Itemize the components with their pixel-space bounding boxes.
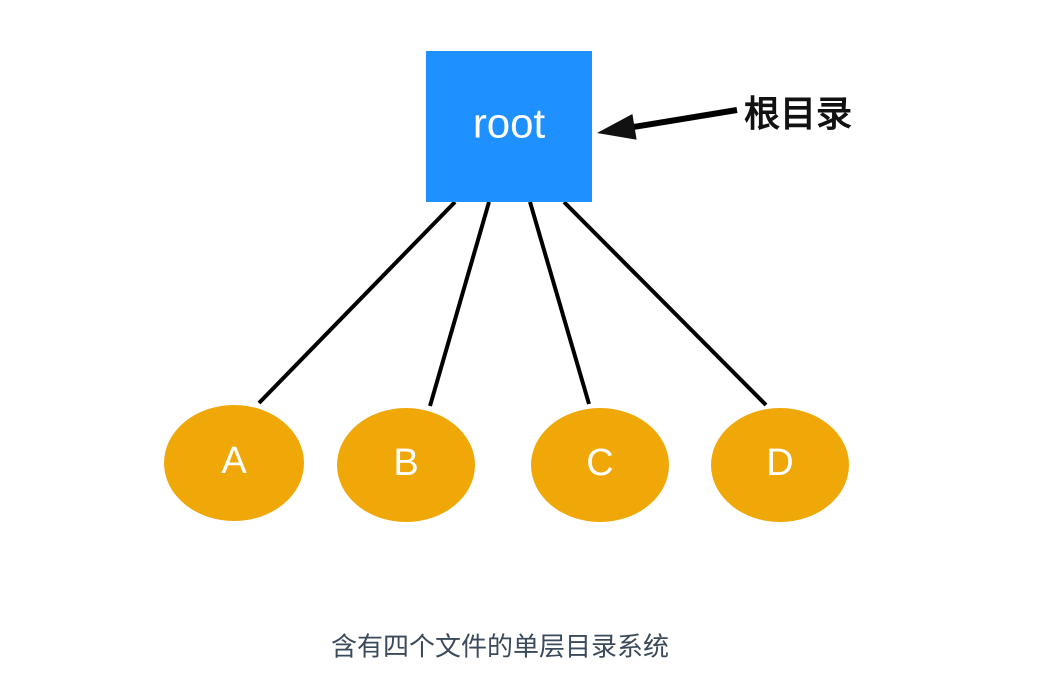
file-node-c-shape[interactable] <box>531 408 669 522</box>
edge-root-to-b <box>428 201 491 407</box>
file-node-d-label: D <box>766 442 793 484</box>
file-node-a[interactable]: A <box>164 405 304 521</box>
root-node-label: root <box>473 100 546 147</box>
file-node-c-label: C <box>586 442 613 484</box>
file-node-c[interactable]: C <box>531 408 669 522</box>
file-node-b-label: B <box>393 442 418 484</box>
edge-group <box>257 200 768 407</box>
root-node[interactable]: root <box>426 51 592 202</box>
root-annotation: 根目录 <box>597 94 852 140</box>
file-node-d[interactable]: D <box>711 408 849 522</box>
edge-root-to-c <box>528 201 591 405</box>
file-node-a-label: A <box>221 440 247 482</box>
diagram-caption: 含有四个文件的单层目录系统 <box>331 633 669 663</box>
file-node-b[interactable]: B <box>337 408 475 522</box>
file-node-d-shape[interactable] <box>711 408 849 522</box>
child-node-group: A B C D <box>164 405 849 522</box>
annotation-arrow-head <box>597 114 637 140</box>
root-node-shape[interactable] <box>426 51 592 202</box>
edge-root-to-d <box>562 200 768 407</box>
file-node-a-shape[interactable] <box>164 405 304 521</box>
edge-root-to-a <box>257 200 457 405</box>
file-node-b-shape[interactable] <box>337 408 475 522</box>
annotation-arrow-shaft <box>623 107 738 132</box>
annotation-label-text: 根目录 <box>744 94 852 135</box>
